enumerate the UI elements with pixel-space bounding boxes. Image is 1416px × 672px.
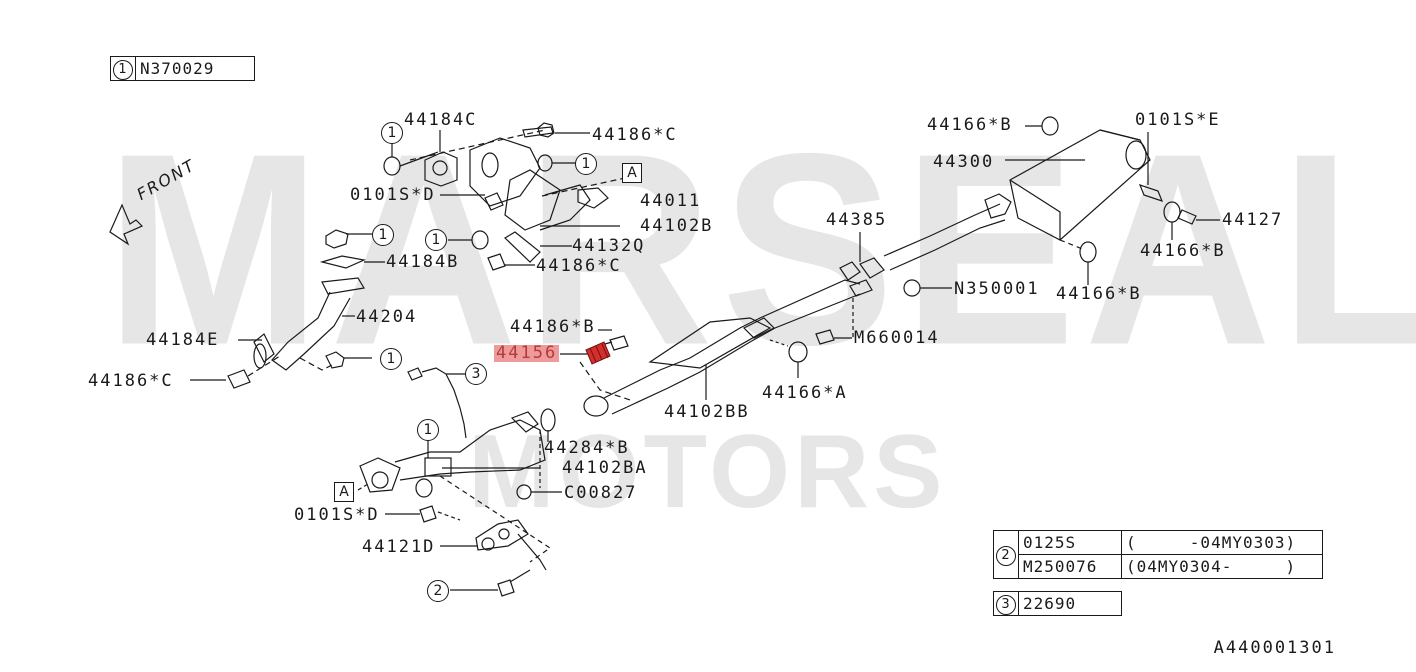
- part-label-C00827[interactable]: C00827: [564, 483, 638, 503]
- diagram-reference-code: A440001301: [1213, 638, 1336, 658]
- legend-ref-2-part[interactable]: M250076: [1018, 554, 1122, 579]
- part-label-44102BA[interactable]: 44102BA: [562, 458, 648, 478]
- part-label-0101SD[interactable]: 0101S*D: [294, 505, 380, 525]
- part-label-N350001[interactable]: N350001: [954, 279, 1040, 299]
- part-label-44102B[interactable]: 44102B: [640, 216, 714, 236]
- legend-ref-2-circle: 2: [993, 530, 1019, 579]
- part-label-44166B[interactable]: 44166*B: [1140, 241, 1226, 261]
- callout-1: 1: [575, 153, 597, 175]
- legend-ref-1-part[interactable]: N370029: [135, 56, 255, 81]
- part-label-44186B[interactable]: 44186*B: [510, 317, 596, 337]
- part-label-44132Q[interactable]: 44132Q: [572, 236, 646, 256]
- part-label-44121D[interactable]: 44121D: [362, 537, 436, 557]
- part-label-44166A[interactable]: 44166*A: [762, 383, 848, 403]
- legend-ref-2-range: (04MY0304- ): [1121, 554, 1323, 579]
- part-label-44156-selected[interactable]: 44156: [494, 343, 560, 363]
- part-label-44011[interactable]: 44011: [640, 191, 702, 211]
- part-label-44284B[interactable]: 44284*B: [544, 438, 630, 458]
- legend-ref-2-range: ( -04MY0303): [1121, 530, 1323, 555]
- legend-ref-3-part[interactable]: 22690: [1018, 591, 1122, 616]
- legend-ref-1-circle: 1: [110, 56, 136, 81]
- part-label-44204[interactable]: 44204: [356, 307, 418, 327]
- part-label-44385[interactable]: 44385: [826, 210, 888, 230]
- part-label-M660014[interactable]: M660014: [854, 328, 940, 348]
- part-label-44127[interactable]: 44127: [1222, 210, 1284, 230]
- callout-1: 1: [417, 419, 439, 441]
- part-label-44102BB[interactable]: 44102BB: [664, 402, 750, 422]
- legend-ref-1: 1 N370029: [110, 56, 255, 81]
- callout-1: 1: [425, 229, 447, 251]
- callout-1: 1: [380, 348, 402, 370]
- part-label-0101SD[interactable]: 0101S*D: [350, 185, 436, 205]
- callout-1: 1: [381, 122, 403, 144]
- part-label-44184E[interactable]: 44184E: [146, 330, 220, 350]
- connection-marker-a: A: [622, 163, 642, 183]
- watermark-motors: MOTORS: [468, 414, 947, 530]
- part-44156-highlight: [585, 341, 611, 365]
- watermark-marseal: MARSEAL: [105, 97, 1416, 403]
- part-label-44186C[interactable]: 44186*C: [88, 371, 174, 391]
- part-label-44184C[interactable]: 44184C: [404, 110, 478, 130]
- callout-3: 3: [465, 363, 487, 385]
- front-arrow-icon: [109, 203, 144, 246]
- part-label-44166B[interactable]: 44166*B: [1056, 284, 1142, 304]
- part-label-44166B[interactable]: 44166*B: [927, 115, 1013, 135]
- legend-ref-2-part[interactable]: 0125S: [1018, 530, 1122, 555]
- legend-ref-3-circle: 3: [993, 591, 1019, 616]
- part-label-44300[interactable]: 44300: [933, 152, 995, 172]
- part-label-44184B[interactable]: 44184B: [386, 252, 460, 272]
- part-label-44186C[interactable]: 44186*C: [536, 256, 622, 276]
- part-label-0101SE[interactable]: 0101S*E: [1135, 110, 1221, 130]
- legend-ref-3: 3 22690: [993, 591, 1122, 616]
- legend-ref-2: 2 0125S ( -04MY0303) M250076 (04MY0304- …: [993, 530, 1323, 579]
- callout-1: 1: [372, 224, 394, 246]
- part-label-44186C[interactable]: 44186*C: [592, 125, 678, 145]
- callout-2: 2: [427, 580, 449, 602]
- connection-marker-a: A: [334, 482, 354, 502]
